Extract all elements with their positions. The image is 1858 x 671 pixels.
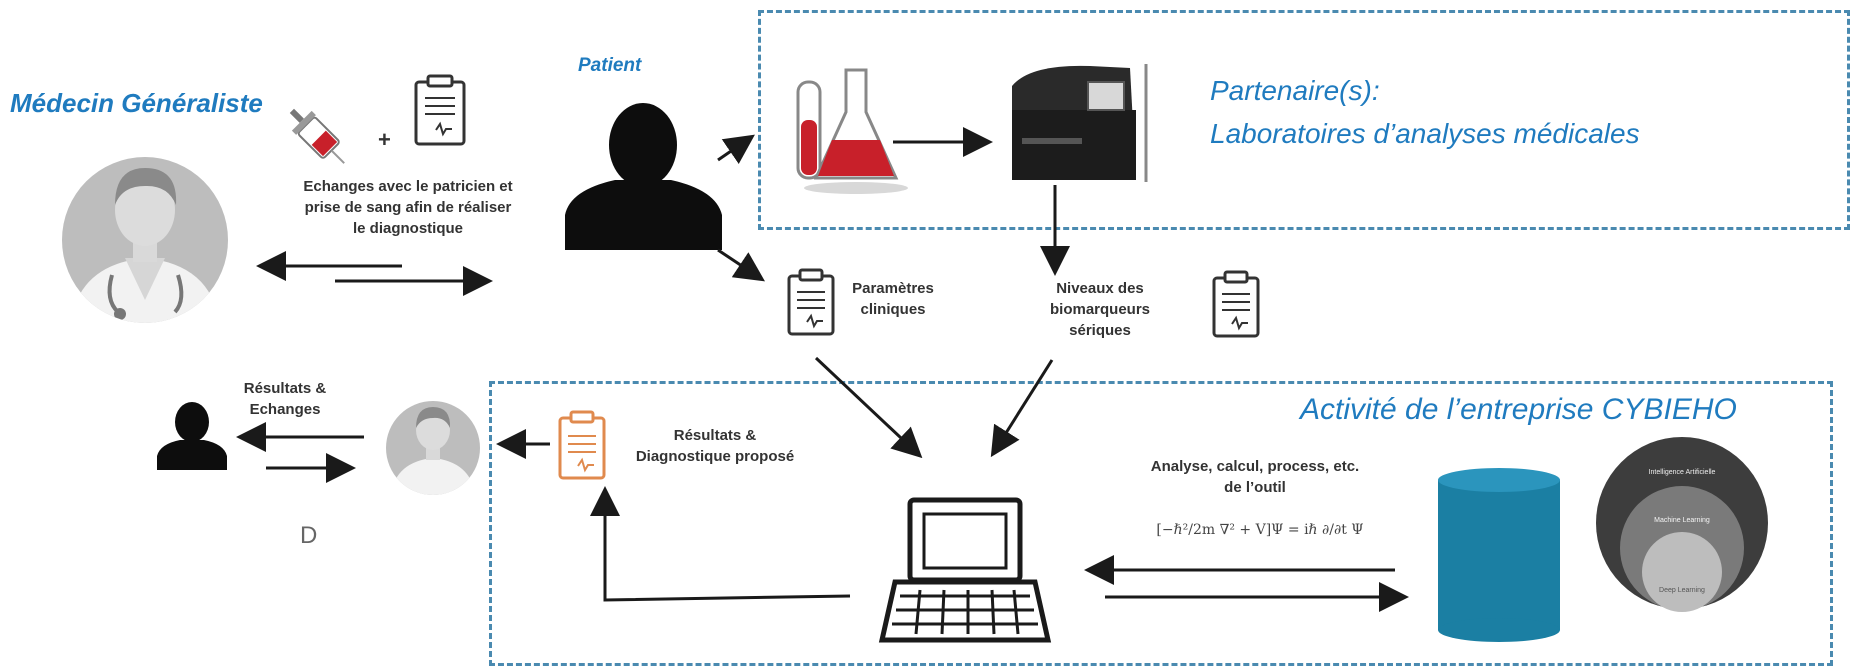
partner-title-line1: Partenaire(s): — [1210, 75, 1380, 106]
result-letter: D — [300, 522, 318, 549]
exchange-line2: prise de sang afin de réaliser — [304, 199, 512, 216]
exchange-label: Echanges avec le patricien et prise de s… — [258, 176, 558, 239]
doctor-avatar-icon — [62, 157, 228, 323]
clinical-line2: cliniques — [860, 301, 926, 318]
ai-rings-icon: Intelligence Artificielle Machine Learni… — [1596, 437, 1768, 612]
clinical-clipboard-icon — [787, 268, 835, 336]
patient-silhouette-icon — [565, 103, 722, 250]
patient-small-silhouette-icon — [157, 402, 227, 470]
analysis-line1: Analyse, calcul, process, etc. — [1150, 458, 1360, 475]
equation-text: [−ℏ²/2m ∇² + V]Ψ = iℏ ∂/∂t Ψ — [1156, 522, 1364, 538]
arrow-patient-to-clinical — [717, 248, 765, 282]
results-diag-line2: Diagnostique proposé — [635, 448, 795, 465]
patient-title: Patient — [578, 55, 642, 76]
results-report-icon — [558, 410, 606, 480]
ai-ring-middle-label: Machine Learning — [1654, 517, 1710, 524]
results-exchange-label: Résultats & Echanges — [235, 378, 335, 420]
results-exchange-line1: Résultats & — [243, 380, 327, 397]
syringe-icon — [289, 108, 345, 164]
analysis-label: Analyse, calcul, process, etc. de l’outi… — [1115, 456, 1395, 498]
biomarker-line3: sériques — [1069, 322, 1131, 339]
exchange-line1: Echanges avec le patricien et — [303, 178, 513, 195]
doctor-small-avatar-icon — [386, 401, 480, 495]
ai-ring-inner-label: Deep Learning — [1659, 587, 1705, 594]
lab-flasks-icon — [796, 68, 908, 194]
exchange-line3: le diagnostique — [352, 220, 463, 237]
partner-title-line2: Laboratoires d’analyses médicales — [1210, 118, 1640, 149]
arrow-clinical-to-laptop — [814, 356, 923, 459]
company-activity-box — [489, 381, 1833, 666]
doctor-title: Médecin Généraliste — [10, 88, 263, 118]
biomarker-clipboard-icon — [1212, 270, 1260, 338]
arrow-biomarkers-to-laptop — [990, 359, 1054, 458]
clinical-line1: Paramètres — [852, 280, 934, 297]
prescription-clipboard-icon — [414, 74, 466, 146]
arrow-patient-to-lab — [717, 134, 755, 164]
partner-lab-box — [758, 10, 1850, 230]
laptop-icon — [878, 497, 1052, 643]
results-diag-line1: Résultats & — [673, 427, 757, 444]
biomarker-line2: biomarqueurs — [1049, 301, 1151, 318]
lab-analyzer-icon — [1012, 64, 1148, 182]
clinical-params-label: Paramètres cliniques — [838, 278, 948, 320]
analysis-line2: de l’outil — [1224, 479, 1286, 496]
ai-ring-outer-label: Intelligence Artificielle — [1649, 469, 1716, 476]
results-diag-label: Résultats & Diagnostique proposé — [620, 425, 810, 467]
company-title: Activité de l’entreprise CYBIEHO — [1300, 393, 1737, 426]
arrow-laptop-to-results — [590, 486, 851, 602]
database-cylinder-icon — [1438, 468, 1560, 642]
biomarker-line1: Niveaux des — [1056, 280, 1144, 297]
plus-sign: + — [378, 127, 391, 152]
results-exchange-line2: Echanges — [249, 401, 321, 418]
biomarker-label: Niveaux des biomarqueurs sériques — [1040, 278, 1160, 341]
